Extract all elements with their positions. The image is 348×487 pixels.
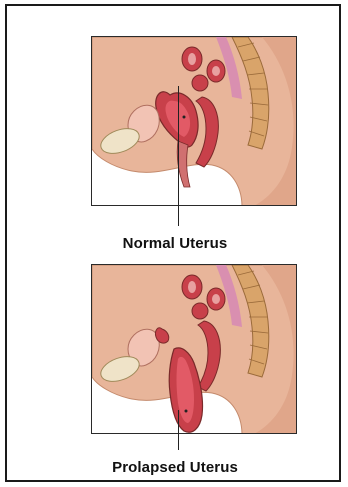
prolapsed-uterus-illustration xyxy=(91,264,297,434)
normal-anatomy-svg xyxy=(92,37,297,206)
normal-uterus-caption: Normal Uterus xyxy=(7,235,343,252)
prolapsed-anatomy-svg xyxy=(92,265,297,434)
normal-uterus-illustration xyxy=(91,36,297,206)
prolapsed-leader-line xyxy=(178,410,179,450)
normal-leader-line xyxy=(178,86,179,226)
figure-frame: Normal Uterus xyxy=(5,4,341,482)
prolapsed-uterus-caption: Prolapsed Uterus xyxy=(7,459,343,476)
